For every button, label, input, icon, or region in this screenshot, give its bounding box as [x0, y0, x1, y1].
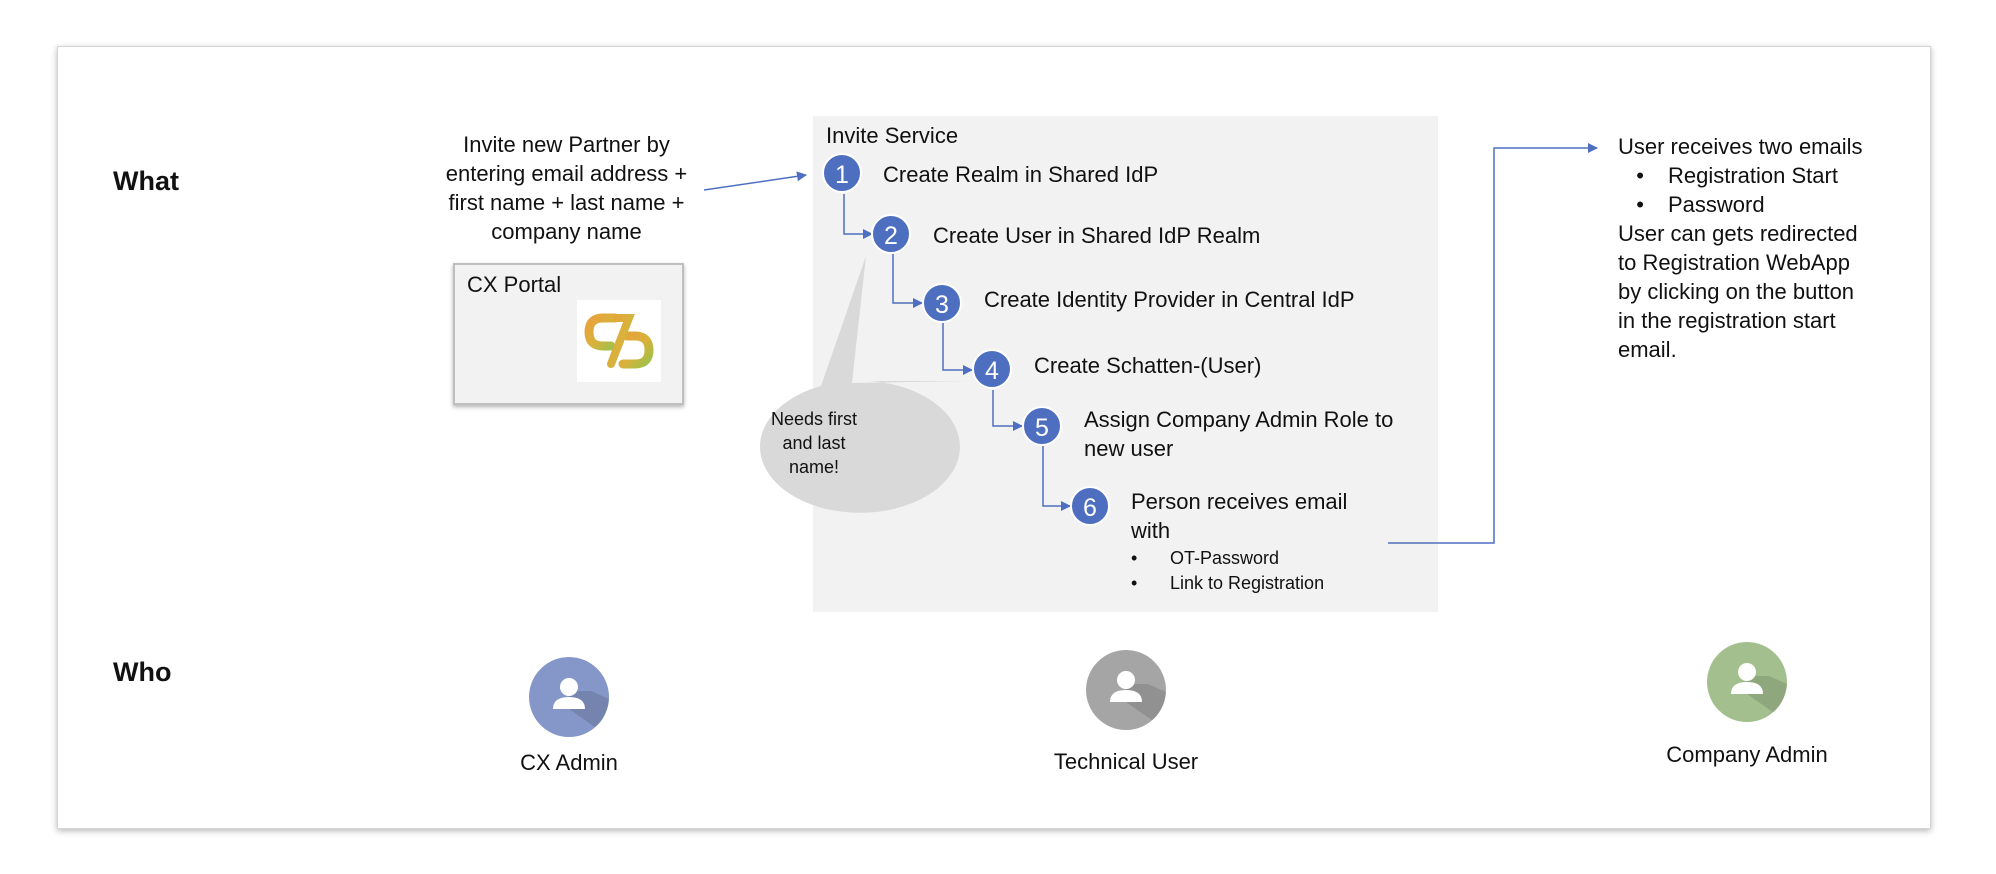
step-badge: 2	[871, 214, 911, 254]
step-text: Assign Company Admin Role to new user	[1084, 405, 1393, 463]
right-panel-heading: User receives two emails	[1618, 134, 1863, 159]
callout-line: and last	[782, 433, 846, 453]
row-label-what: What	[113, 166, 179, 196]
portal-logo-icon	[584, 313, 654, 369]
invite-text-line: first name + last name +	[448, 190, 685, 215]
invite-arrow	[703, 171, 807, 191]
actor-label-cx-admin: CX Admin	[520, 750, 618, 775]
step-text-line: Assign Company Admin Role to	[1084, 407, 1394, 432]
connector-5-6	[1042, 446, 1071, 511]
step-text: Create User in Shared IdP Realm	[933, 223, 1261, 248]
email-arrow	[1388, 143, 1598, 544]
cx-admin-avatar-icon	[529, 657, 609, 737]
callout-text: Needs first and last name!	[752, 407, 876, 479]
bullet-text: Password	[1668, 192, 1765, 217]
invite-text-line: company name	[491, 219, 642, 244]
bullet-text: Link to Registration	[1170, 573, 1325, 593]
technical-user-avatar-icon	[1086, 650, 1166, 730]
invite-text-line: entering email address +	[445, 161, 688, 186]
right-panel-line: User can gets redirected	[1618, 221, 1858, 246]
row-label-who: Who	[113, 657, 172, 687]
invite-partner-text: Invite new Partner by entering email add…	[424, 130, 709, 246]
bullet-dot: •	[1636, 192, 1644, 217]
right-panel-line: to Registration WebApp	[1618, 250, 1850, 275]
right-panel-bullet: • Registration Start	[1618, 161, 1863, 190]
bullet-dot: •	[1636, 163, 1644, 188]
invite-text-line: Invite new Partner by	[463, 132, 670, 157]
actor-label-company-admin: Company Admin	[1666, 742, 1828, 767]
right-panel-line: in the registration start	[1618, 308, 1836, 333]
connector-4-5	[992, 390, 1023, 431]
bullet-item: • Link to Registration	[1131, 571, 1324, 596]
portal-logo	[577, 300, 661, 382]
step-text: Create Realm in Shared IdP	[883, 162, 1159, 187]
step-text: Create Identity Provider in Central IdP	[984, 287, 1355, 312]
step-badge: 4	[972, 349, 1012, 389]
step-text: Create Schatten-(User)	[1034, 353, 1262, 378]
bullet-text: Registration Start	[1668, 163, 1838, 188]
callout-line: name!	[788, 457, 840, 477]
invite-service-title: Invite Service	[826, 123, 959, 148]
right-panel-bullet: • Password	[1618, 190, 1863, 219]
right-panel-line: by clicking on the button	[1618, 279, 1855, 304]
right-panel-line: email.	[1618, 337, 1677, 362]
callout-line: Needs first	[770, 409, 858, 429]
bullet-dot: •	[1131, 573, 1138, 593]
bullet-item: • OT-Password	[1131, 546, 1324, 571]
bullet-text: OT-Password	[1170, 548, 1280, 568]
callout-bubble	[759, 256, 970, 513]
invite-service-panel	[813, 116, 1438, 612]
company-admin-avatar-icon	[1707, 642, 1787, 722]
step-text-line: new user	[1084, 436, 1174, 461]
connector-1-2	[843, 194, 873, 239]
step-text: Person receives email with	[1131, 487, 1347, 545]
step-badge: 5	[1022, 406, 1062, 446]
actor-label-technical-user: Technical User	[1053, 749, 1199, 774]
right-panel: User receives two emails • Registration S…	[1618, 132, 1863, 364]
step-badge: 3	[922, 283, 962, 323]
bullet-dot: •	[1131, 548, 1138, 568]
step-text-line: Person receives email	[1131, 489, 1348, 514]
cx-portal-title: CX Portal	[467, 272, 562, 297]
step-badge: 6	[1070, 486, 1110, 526]
connector-3-4	[942, 323, 973, 375]
step-text-line: with	[1131, 518, 1171, 543]
connector-2-3	[892, 254, 923, 308]
step-6-bullets: • OT-Password • Link to Registration	[1131, 546, 1324, 596]
step-badge: 1	[822, 153, 862, 193]
